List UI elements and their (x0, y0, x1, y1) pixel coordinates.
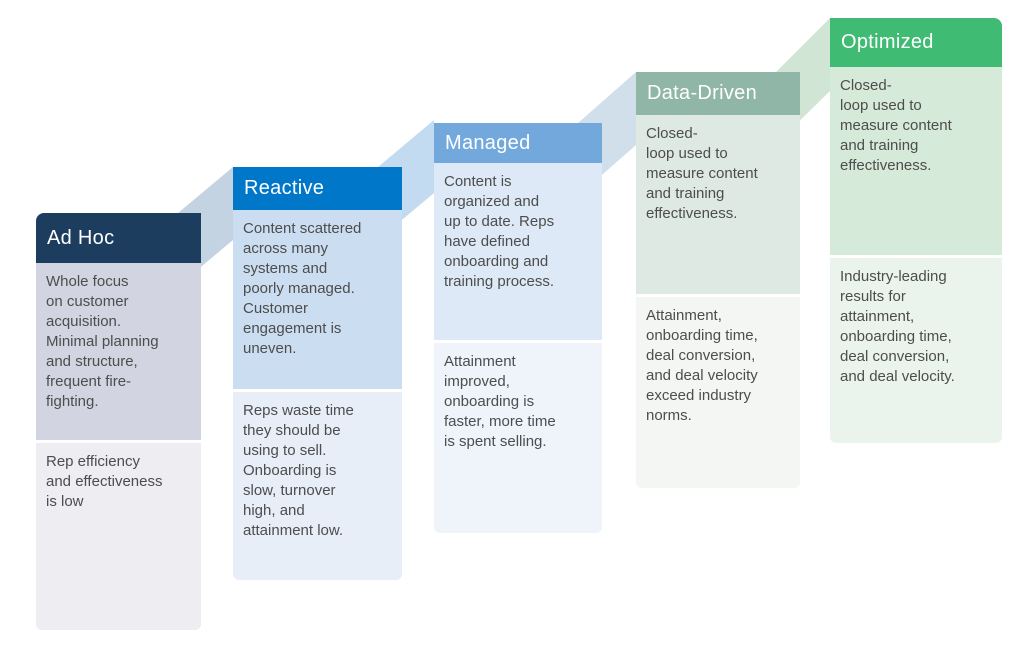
stage-reactive-title: Reactive (244, 177, 325, 199)
stage-ad-hoc-header: Ad Hoc (36, 213, 201, 263)
stage-optimized-outcome-block: Industry-leading results for attainment,… (830, 258, 1002, 443)
stage-data-driven-title: Data-Driven (647, 82, 757, 104)
stage-reactive-header: Reactive (233, 167, 402, 210)
stage-managed-header: Managed (434, 123, 602, 163)
stage-optimized-header: Optimized (830, 18, 1002, 67)
stage-reactive-description-block: Content scattered across many systems an… (233, 210, 402, 392)
stage-ad-hoc-description-block: Whole focus on customer acquisition. Min… (36, 263, 201, 443)
stage-reactive: Reactive Content scattered across many s… (233, 167, 402, 580)
stage-ad-hoc-outcome-block: Rep efficiency and effectiveness is low (36, 443, 201, 630)
stage-data-driven-header: Data-Driven (636, 72, 800, 115)
stage-optimized-title: Optimized (841, 31, 934, 53)
stage-reactive-outcome-block: Reps waste time they should be using to … (233, 392, 402, 580)
stage-managed-description-block: Content is organized and up to date. Rep… (434, 163, 602, 343)
stage-data-driven-description-block: Closed- loop used to measure content and… (636, 115, 800, 297)
stage-managed-outcome-block: Attainment improved, onboarding is faste… (434, 343, 602, 533)
stage-ad-hoc: Ad Hoc Whole focus on customer acquisiti… (36, 213, 201, 630)
stage-managed: Managed Content is organized and up to d… (434, 123, 602, 533)
stage-optimized: Optimized Closed- loop used to measure c… (830, 18, 1002, 443)
stage-managed-title: Managed (445, 131, 531, 154)
stage-data-driven-outcome-block: Attainment, onboarding time, deal conver… (636, 297, 800, 488)
stage-ad-hoc-title: Ad Hoc (47, 226, 115, 249)
stage-optimized-description-block: Closed- loop used to measure content and… (830, 67, 1002, 258)
stage-data-driven: Data-Driven Closed- loop used to measure… (636, 72, 800, 488)
